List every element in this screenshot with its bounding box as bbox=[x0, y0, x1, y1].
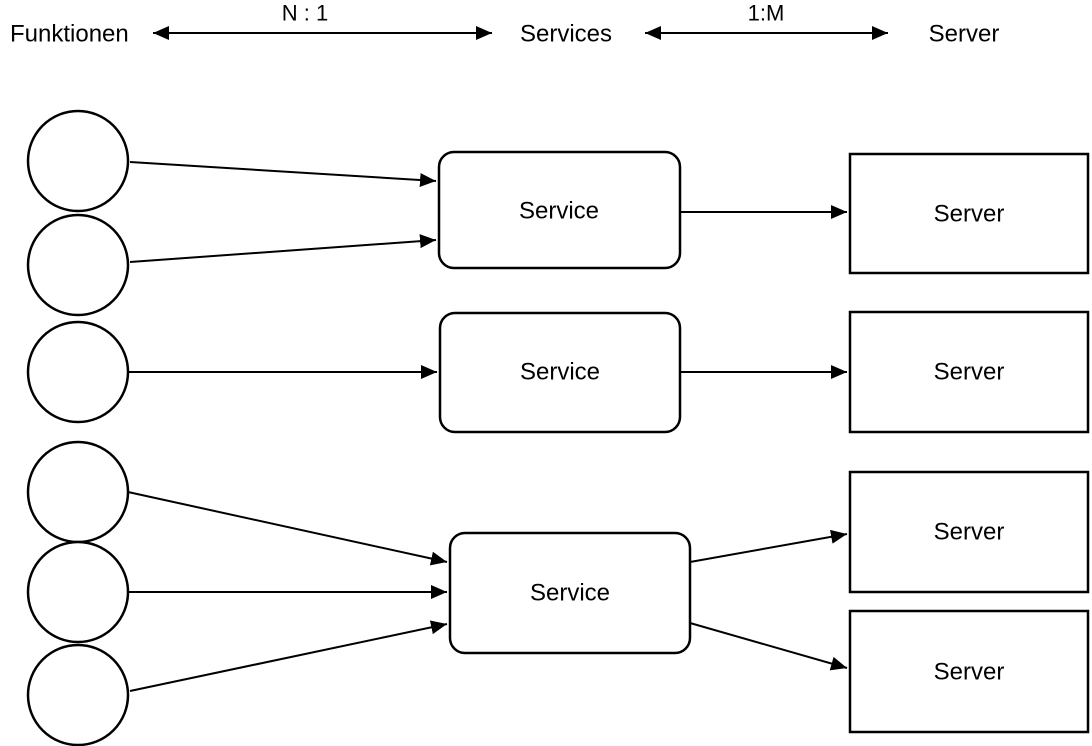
function-node bbox=[26, 213, 130, 317]
server-label: Server bbox=[934, 659, 1005, 686]
edge-function-to-service bbox=[127, 491, 448, 566]
function-node bbox=[26, 320, 130, 424]
server-label: Server bbox=[934, 519, 1005, 546]
service-label: Service bbox=[530, 580, 610, 607]
server-box bbox=[848, 310, 1090, 434]
column-label-functions: Funktionen bbox=[10, 21, 129, 48]
server-label: Server bbox=[934, 359, 1005, 386]
server-box bbox=[848, 152, 1090, 275]
edge-function-to-service bbox=[129, 620, 448, 692]
function-node bbox=[26, 643, 130, 746]
server-box bbox=[848, 609, 1090, 734]
edge-service-to-server bbox=[689, 529, 848, 563]
service-label: Service bbox=[520, 359, 600, 386]
server-label: Server bbox=[934, 201, 1005, 228]
relation-label-n-1: N : 1 bbox=[282, 1, 328, 26]
service-box bbox=[448, 531, 692, 655]
column-label-services: Services bbox=[520, 21, 612, 48]
function-node bbox=[26, 440, 130, 544]
column-label-server: Server bbox=[929, 21, 1000, 48]
function-node bbox=[26, 109, 130, 213]
relation-label-1-m: 1:M bbox=[748, 1, 785, 26]
edge-function-to-service bbox=[129, 161, 437, 187]
service-label: Service bbox=[519, 198, 599, 225]
service-box bbox=[437, 150, 682, 270]
server-box bbox=[848, 470, 1090, 594]
edge-function-to-service bbox=[129, 234, 437, 263]
function-node bbox=[26, 540, 130, 644]
edge-service-to-server bbox=[689, 622, 848, 671]
